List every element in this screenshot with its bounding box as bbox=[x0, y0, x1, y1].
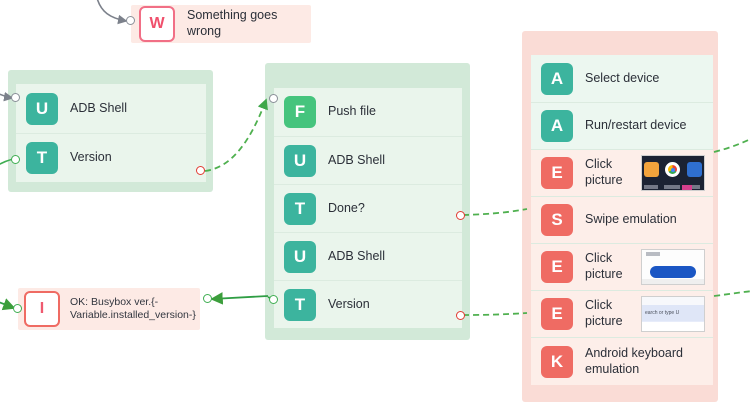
row-version[interactable]: T Version bbox=[16, 133, 206, 182]
edge-left-to-middle bbox=[204, 98, 268, 172]
badge-t-icon: T bbox=[284, 192, 316, 225]
row-adb-shell[interactable]: U ADB Shell bbox=[16, 84, 206, 133]
label-version-2: Version bbox=[328, 296, 370, 311]
label-android-keyboard-emulation: Android keyboard emulation bbox=[585, 345, 683, 376]
row-select-device[interactable]: A Select device bbox=[531, 55, 713, 102]
row-click-picture-2[interactable]: E Click picture bbox=[531, 243, 713, 290]
label-ok-busybox: OK: Busybox ver.{-Variable.installed_ver… bbox=[70, 296, 196, 321]
label-adb-shell-2: ADB Shell bbox=[328, 248, 385, 263]
label-adb-shell: ADB Shell bbox=[70, 100, 127, 115]
edge-into-error-node bbox=[96, 0, 128, 25]
port-middle-input[interactable] bbox=[269, 94, 278, 103]
badge-u-icon: U bbox=[284, 240, 316, 273]
edge-done-to-swipe bbox=[462, 208, 528, 216]
row-done[interactable]: T Done? bbox=[274, 184, 462, 232]
node-ok-busybox[interactable]: I OK: Busybox ver.{-Variable.installed_v… bbox=[18, 288, 200, 330]
port-ok-node-input[interactable] bbox=[13, 304, 22, 313]
node-left-list[interactable]: U ADB Shell T Version bbox=[16, 84, 206, 182]
port-left-version-input[interactable] bbox=[11, 155, 20, 164]
row-click-picture-1[interactable]: E Click picture bbox=[531, 149, 713, 196]
row-click-picture-3[interactable]: E Click picture earch or type U bbox=[531, 290, 713, 337]
badge-k-icon: K bbox=[541, 345, 573, 378]
edge-version-to-click bbox=[462, 312, 528, 316]
badge-a-icon: A bbox=[541, 62, 573, 95]
label-done: Done? bbox=[328, 200, 365, 215]
edge-into-ok-node-right bbox=[210, 292, 269, 305]
node-right-list[interactable]: A Select device A Run/restart device E C… bbox=[531, 55, 713, 385]
row-something-goes-wrong[interactable]: W Something goes wrong bbox=[131, 5, 311, 43]
port-middle-done-output[interactable] bbox=[456, 211, 465, 220]
badge-s-icon: S bbox=[541, 204, 573, 236]
thumb-top-strip bbox=[642, 297, 704, 305]
thumb-app-label-3 bbox=[688, 185, 700, 189]
edge-right-out-top bbox=[713, 137, 751, 153]
label-click-picture-1: Click picture bbox=[585, 157, 623, 187]
row-swipe-emulation[interactable]: S Swipe emulation bbox=[531, 196, 713, 243]
row-ok-busybox[interactable]: I OK: Busybox ver.{-Variable.installed_v… bbox=[18, 288, 200, 330]
badge-e-icon: E bbox=[541, 298, 573, 330]
badge-t-icon: T bbox=[26, 142, 58, 174]
row-adb-shell-2[interactable]: U ADB Shell bbox=[274, 232, 462, 280]
thumb-accent-bar bbox=[682, 185, 692, 190]
thumbnail-android-home-screen[interactable] bbox=[641, 155, 705, 191]
label-version: Version bbox=[70, 150, 112, 165]
badge-u-icon: U bbox=[26, 92, 58, 125]
port-ok-node-output[interactable] bbox=[203, 294, 212, 303]
label-click-picture-3: Click picture bbox=[585, 298, 623, 328]
badge-u-icon: U bbox=[284, 144, 316, 177]
node-something-goes-wrong[interactable]: W Something goes wrong bbox=[131, 5, 311, 43]
row-push-file[interactable]: F Push file bbox=[274, 88, 462, 136]
label-select-device: Select device bbox=[585, 70, 660, 85]
row-adb-shell-1[interactable]: U ADB Shell bbox=[274, 136, 462, 184]
port-error-node-input[interactable] bbox=[126, 16, 135, 25]
port-left-group-input[interactable] bbox=[11, 93, 20, 102]
thumb-url-bar: earch or type U bbox=[642, 305, 704, 321]
edge-right-out-bottom bbox=[713, 290, 751, 297]
thumb-bottom-strip bbox=[642, 322, 704, 331]
thumbnail-search-or-type-url-bar[interactable]: earch or type U bbox=[641, 296, 705, 332]
label-click-picture-2: Click picture bbox=[585, 251, 623, 281]
thumb-blue-button bbox=[650, 266, 696, 278]
edge-into-ok-node-left bbox=[0, 298, 16, 311]
badge-e-icon: E bbox=[541, 251, 573, 283]
label-push-file: Push file bbox=[328, 104, 376, 119]
row-android-keyboard-emulation[interactable]: K Android keyboard emulation bbox=[531, 337, 713, 385]
label-something-goes-wrong: Something goes wrong bbox=[187, 8, 278, 38]
label-run-restart-device: Run/restart device bbox=[585, 118, 687, 133]
badge-f-icon: F bbox=[284, 96, 316, 128]
row-version-2[interactable]: T Version bbox=[274, 280, 462, 328]
row-run-restart-device[interactable]: A Run/restart device bbox=[531, 102, 713, 149]
badge-e-icon: E bbox=[541, 157, 573, 189]
label-swipe-emulation: Swipe emulation bbox=[585, 212, 677, 227]
label-adb-shell-1: ADB Shell bbox=[328, 152, 385, 167]
port-middle-version-input[interactable] bbox=[269, 295, 278, 304]
thumb-title-bar bbox=[646, 252, 660, 256]
port-middle-version-output[interactable] bbox=[456, 311, 465, 320]
badge-i-icon: I bbox=[24, 291, 60, 327]
thumb-bottom-strip bbox=[642, 279, 704, 284]
thumb-app-icon-blue bbox=[687, 162, 702, 177]
badge-t-icon: T bbox=[284, 288, 316, 321]
thumb-app-label-2 bbox=[664, 185, 680, 189]
chrome-center-dot-icon bbox=[671, 168, 675, 172]
thumbnail-blue-button-dialog[interactable] bbox=[641, 249, 705, 285]
badge-warning-icon: W bbox=[139, 6, 175, 42]
badge-a-icon: A bbox=[541, 110, 573, 142]
node-middle-list[interactable]: F Push file U ADB Shell T Done? U ADB Sh… bbox=[274, 88, 462, 328]
thumb-app-label-1 bbox=[644, 185, 658, 189]
thumb-url-bar-text: earch or type U bbox=[645, 310, 680, 316]
thumb-app-icon-orange bbox=[644, 162, 659, 177]
port-left-group-output[interactable] bbox=[196, 166, 205, 175]
